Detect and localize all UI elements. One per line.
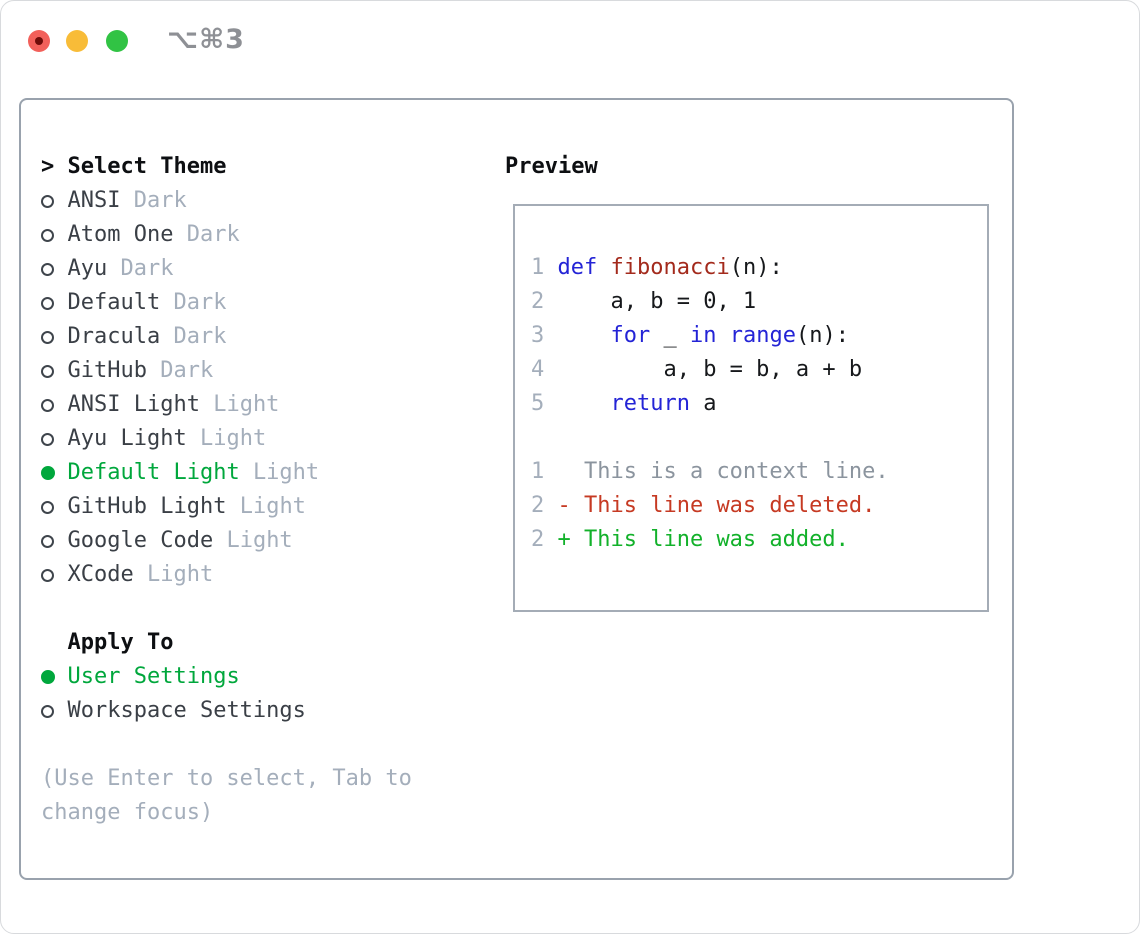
radio-icon — [41, 432, 68, 446]
code-line: 5 return a — [531, 387, 987, 421]
theme-variant-label: Light — [199, 426, 267, 451]
option-label: Default Light — [67, 460, 240, 485]
theme-variant-label: Dark — [160, 358, 214, 383]
option-label: ANSI Light — [67, 392, 200, 417]
option-label: Workspace Settings — [67, 698, 306, 723]
option-label: Atom One — [67, 222, 174, 247]
theme-list-item[interactable]: GitHub Dark — [41, 354, 461, 388]
radio-icon — [41, 398, 68, 412]
option-label: ANSI — [67, 188, 121, 213]
select-theme-header: > Select Theme — [41, 150, 461, 184]
radio-icon — [41, 500, 68, 514]
theme-list-item[interactable]: Default Dark — [41, 286, 461, 320]
radio-icon — [41, 364, 68, 378]
code-line: 2+ This line was added. — [531, 523, 987, 557]
theme-variant-label: Light — [252, 460, 320, 485]
theme-variant-label: Dark — [186, 222, 240, 247]
option-label: Ayu Light — [67, 426, 187, 451]
apply-to-option[interactable]: Workspace Settings — [41, 694, 461, 728]
theme-list-item[interactable]: Default Light Light — [41, 456, 461, 490]
line-number: 1 — [531, 255, 545, 280]
line-number: 1 — [531, 459, 545, 484]
radio-icon — [41, 194, 68, 208]
code-line: 3 for _ in range(n): — [531, 319, 987, 353]
spacer — [41, 592, 461, 626]
theme-variant-label: Light — [213, 392, 280, 417]
code-line: 1 This is a context line. — [531, 455, 987, 489]
line-number: 2 — [531, 493, 545, 518]
theme-list-item[interactable]: ANSI Light Light — [41, 388, 461, 422]
window-title: ⌥⌘3 — [167, 24, 245, 55]
radio-icon — [41, 704, 68, 718]
radio-icon — [41, 568, 68, 582]
theme-list-item[interactable]: GitHub Light Light — [41, 490, 461, 524]
theme-variant-label: Dark — [133, 188, 187, 213]
theme-list-item[interactable]: Google Code Light — [41, 524, 461, 558]
radio-icon — [41, 330, 68, 344]
preview-header: Preview — [505, 150, 598, 184]
option-label: User Settings — [67, 664, 240, 689]
option-label: Ayu — [67, 256, 108, 281]
theme-list-item[interactable]: Ayu Light Light — [41, 422, 461, 456]
line-number: 3 — [531, 323, 545, 348]
radio-selected-icon — [41, 466, 68, 480]
spacer — [41, 728, 461, 762]
theme-variant-label: Dark — [120, 256, 174, 281]
option-label: Google Code — [67, 528, 214, 553]
titlebar: ⌥⌘3 — [1, 1, 1139, 79]
theme-variant-label: Dark — [173, 290, 227, 315]
apply-to-option[interactable]: User Settings — [41, 660, 461, 694]
close-button[interactable] — [28, 30, 50, 52]
line-number: 5 — [531, 391, 545, 416]
cursor-caret: > — [41, 154, 55, 179]
theme-variant-label: Light — [226, 528, 293, 553]
line-number: 2 — [531, 289, 545, 314]
code-line — [531, 421, 987, 455]
help-text: (Use Enter to select, Tab to change focu… — [41, 766, 412, 825]
option-label: Dracula — [67, 324, 161, 349]
theme-list-item[interactable]: Dracula Dark — [41, 320, 461, 354]
theme-variant-label: Dark — [173, 324, 227, 349]
theme-list-item[interactable]: ANSI Dark — [41, 184, 461, 218]
code-line: 2- This line was deleted. — [531, 489, 987, 523]
option-label: XCode — [67, 562, 134, 587]
code-line: 4 a, b = b, a + b — [531, 353, 987, 387]
apply-to-title: Apply To — [67, 630, 174, 655]
radio-icon — [41, 534, 68, 548]
minimize-button[interactable] — [66, 30, 88, 52]
select-theme-title: Select Theme — [67, 154, 227, 179]
option-label: GitHub — [67, 358, 147, 383]
option-label: Default — [67, 290, 161, 315]
theme-list-item[interactable]: Ayu Dark — [41, 252, 461, 286]
radio-icon — [41, 228, 68, 242]
radio-selected-icon — [41, 670, 68, 684]
code-line: 2 a, b = 0, 1 — [531, 285, 987, 319]
line-number: 2 — [531, 527, 545, 552]
theme-list-item[interactable]: Atom One Dark — [41, 218, 461, 252]
apply-to-header: Apply To — [41, 626, 461, 660]
theme-variant-label: Light — [239, 494, 306, 519]
radio-icon — [41, 262, 68, 276]
theme-variant-label: Light — [146, 562, 214, 587]
maximize-button[interactable] — [106, 30, 128, 52]
unsaved-dot-icon — [35, 37, 43, 45]
radio-icon — [41, 296, 68, 310]
theme-list-item[interactable]: XCode Light — [41, 558, 461, 592]
preview-title: Preview — [505, 154, 598, 179]
option-label: GitHub Light — [67, 494, 227, 519]
line-number: 4 — [531, 357, 545, 382]
